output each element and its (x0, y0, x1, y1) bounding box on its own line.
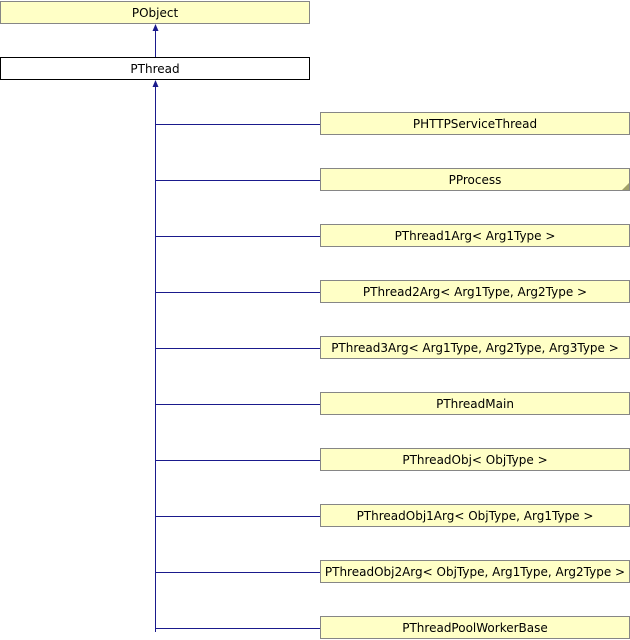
node-pobject[interactable]: PObject (0, 1, 310, 24)
arrowhead-pobject (152, 24, 159, 31)
node-pthread1arg[interactable]: PThread1Arg< Arg1Type > (320, 224, 630, 247)
node-pthread: PThread (0, 57, 310, 80)
node-pthread2arg[interactable]: PThread2Arg< Arg1Type, Arg2Type > (320, 280, 630, 303)
arrowhead-pthread (152, 80, 159, 87)
node-pthreadpoolworkerbase[interactable]: PThreadPoolWorkerBase (320, 616, 630, 639)
node-pprocess[interactable]: PProcess (320, 168, 630, 191)
node-phttpservicethread[interactable]: PHTTPServiceThread (320, 112, 630, 135)
node-pthreadmain[interactable]: PThreadMain (320, 392, 630, 415)
more-subclasses-corner-icon (622, 183, 629, 190)
node-pthread3arg[interactable]: PThread3Arg< Arg1Type, Arg2Type, Arg3Typ… (320, 336, 630, 359)
node-pthreadobj[interactable]: PThreadObj< ObjType > (320, 448, 630, 471)
node-pthreadobj2arg[interactable]: PThreadObj2Arg< ObjType, Arg1Type, Arg2T… (320, 560, 630, 583)
node-pthreadobj1arg[interactable]: PThreadObj1Arg< ObjType, Arg1Type > (320, 504, 630, 527)
